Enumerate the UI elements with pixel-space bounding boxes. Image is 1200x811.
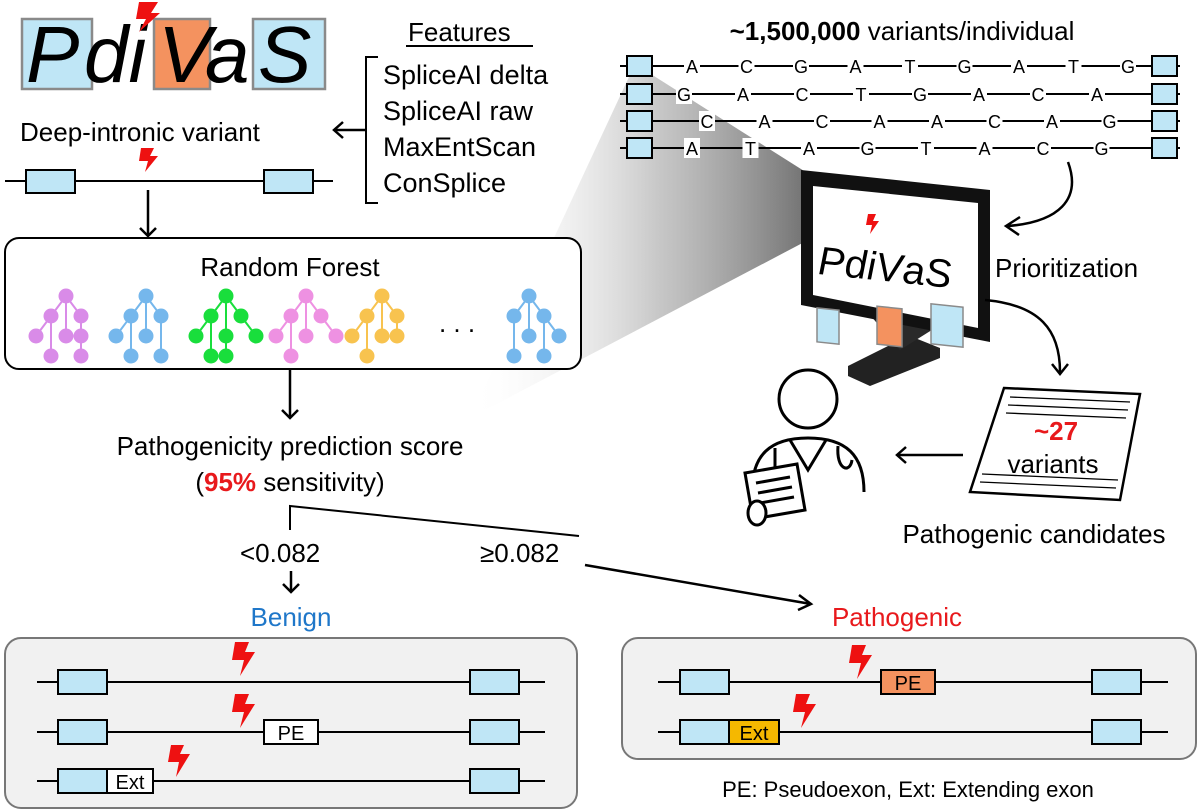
feature-item-maxentscan: MaxEntScan [383,132,536,162]
nucleotide-letter: T [1068,57,1079,77]
feature-item-spliceai-delta: SpliceAI delta [383,60,549,90]
nucleotide-letter: T [745,139,756,159]
deep-intronic-gene [5,148,333,194]
random-forest-label: Random Forest [200,252,380,282]
nucleotide-letter: A [931,112,943,132]
nucleotide-letter: A [873,112,885,132]
nucleotide-letter: T [856,85,867,105]
pathogenic-row1-lightning-icon [849,645,872,679]
pathogenic-row2-lightning-icon [793,694,816,728]
branch-lines [289,504,580,537]
decision-tree-icon [28,288,89,364]
arrow-to-monitor [1007,161,1074,228]
decision-tree-icon [506,288,567,364]
logo-letter-p: P [26,10,79,99]
nucleotide-letter: C [988,112,1001,132]
pathogenic-ext-label: Ext [740,723,769,745]
monitor-icon: PdiVaS [801,170,990,386]
candidates-unit: variants [1007,449,1098,479]
nucleotide-letter: C [701,112,714,132]
nucleotide-letter: T [905,57,916,77]
candidates-document-icon [968,386,1142,502]
decision-tree-icon [188,288,264,364]
benign-row2-lightning-icon [232,694,255,728]
nucleotide-letter: A [803,139,815,159]
nucleotide-letter: C [796,85,809,105]
benign-panel: PE Ext [4,637,578,809]
features-bracket [365,56,378,204]
legend-note: PE: Pseudoexon, Ext: Extending exon [722,777,1094,802]
pathogenic-ext-box [728,719,780,745]
nucleotide-letter: A [686,57,698,77]
benign-pe-box [263,719,319,745]
nucleotide-letter: C [1032,85,1045,105]
nucleotide-letter: G [1102,112,1116,132]
nucleotide-letter: A [686,139,698,159]
feature-item-spliceai-raw: SpliceAI raw [383,96,534,126]
threshold-high-label: ≥0.082 [480,538,559,568]
random-forest-trees [28,288,567,364]
logo-letter-v: V [158,10,218,99]
nucleotide-letter: A [1046,112,1058,132]
deep-intronic-label: Deep-intronic variant [20,117,261,147]
pathogenic-panel: PE Ext [621,637,1197,760]
pathogenic-pe-label: PE [895,673,922,695]
benign-ext-label: Ext [116,772,145,794]
feature-item-conslice: ConSplice [383,168,506,198]
nucleotide-letter: G [913,85,927,105]
arrow-to-candidates [984,298,1062,373]
logo-letter-s: S [258,10,311,99]
benign-row3-lightning-icon [168,745,190,777]
nucleotide-letter: A [737,85,749,105]
monitor-lightning-icon [866,214,879,234]
sensitivity-label: (95% sensitivity) [195,467,384,497]
nucleotide-letter: G [1121,57,1135,77]
logo-letter-di: di [84,10,148,99]
candidates-count: ~27 [1034,416,1078,446]
benign-pe-label: PE [278,723,305,745]
benign-label: Benign [251,602,332,632]
features-heading: Features [408,17,511,47]
candidates-caption: Pathogenic candidates [902,519,1165,549]
nucleotide-letter: A [1091,85,1103,105]
logo-lightning-icon [136,2,160,32]
nucleotide-letter: T [921,139,932,159]
nucleotide-letter: G [957,57,971,77]
benign-row1-lightning-icon [232,642,255,676]
nucleotide-letter: A [758,112,770,132]
decision-tree-icon [268,288,344,364]
doctor-icon [743,368,866,527]
nucleotide-letter: A [1013,57,1025,77]
nucleotide-letter: G [794,57,808,77]
logo-letter-a: a [205,10,250,99]
nucleotide-letter: A [849,57,861,77]
nucleotide-letter: A [978,139,990,159]
nucleotide-letter: G [860,139,874,159]
variants-header: ~1,500,000 variants/individual [730,16,1075,46]
monitor-logo-text: PdiVaS [818,239,952,297]
decision-tree-icon [108,288,169,364]
pathogenic-pe-box [880,669,936,695]
nucleotide-letter: G [677,85,691,105]
prioritization-label: Prioritization [995,253,1138,283]
nucleotide-letter: G [1094,139,1108,159]
nucleotide-letter: C [740,57,753,77]
benign-ext-box [106,768,154,794]
threshold-low-label: <0.082 [240,538,320,568]
score-label: Pathogenicity prediction score [117,431,464,461]
pathogenic-label: Pathogenic [832,602,962,632]
deep-intronic-lightning-icon [139,148,158,172]
nucleotide-letter: C [1037,139,1050,159]
decision-tree-icon [344,288,405,364]
pdivas-logo: P di V a S [20,2,327,99]
nucleotide-letter: C [816,112,829,132]
nucleotide-letter: A [973,85,985,105]
arrow-to-pathogenic [584,563,812,606]
random-forest-ellipsis: . . . [439,308,475,338]
